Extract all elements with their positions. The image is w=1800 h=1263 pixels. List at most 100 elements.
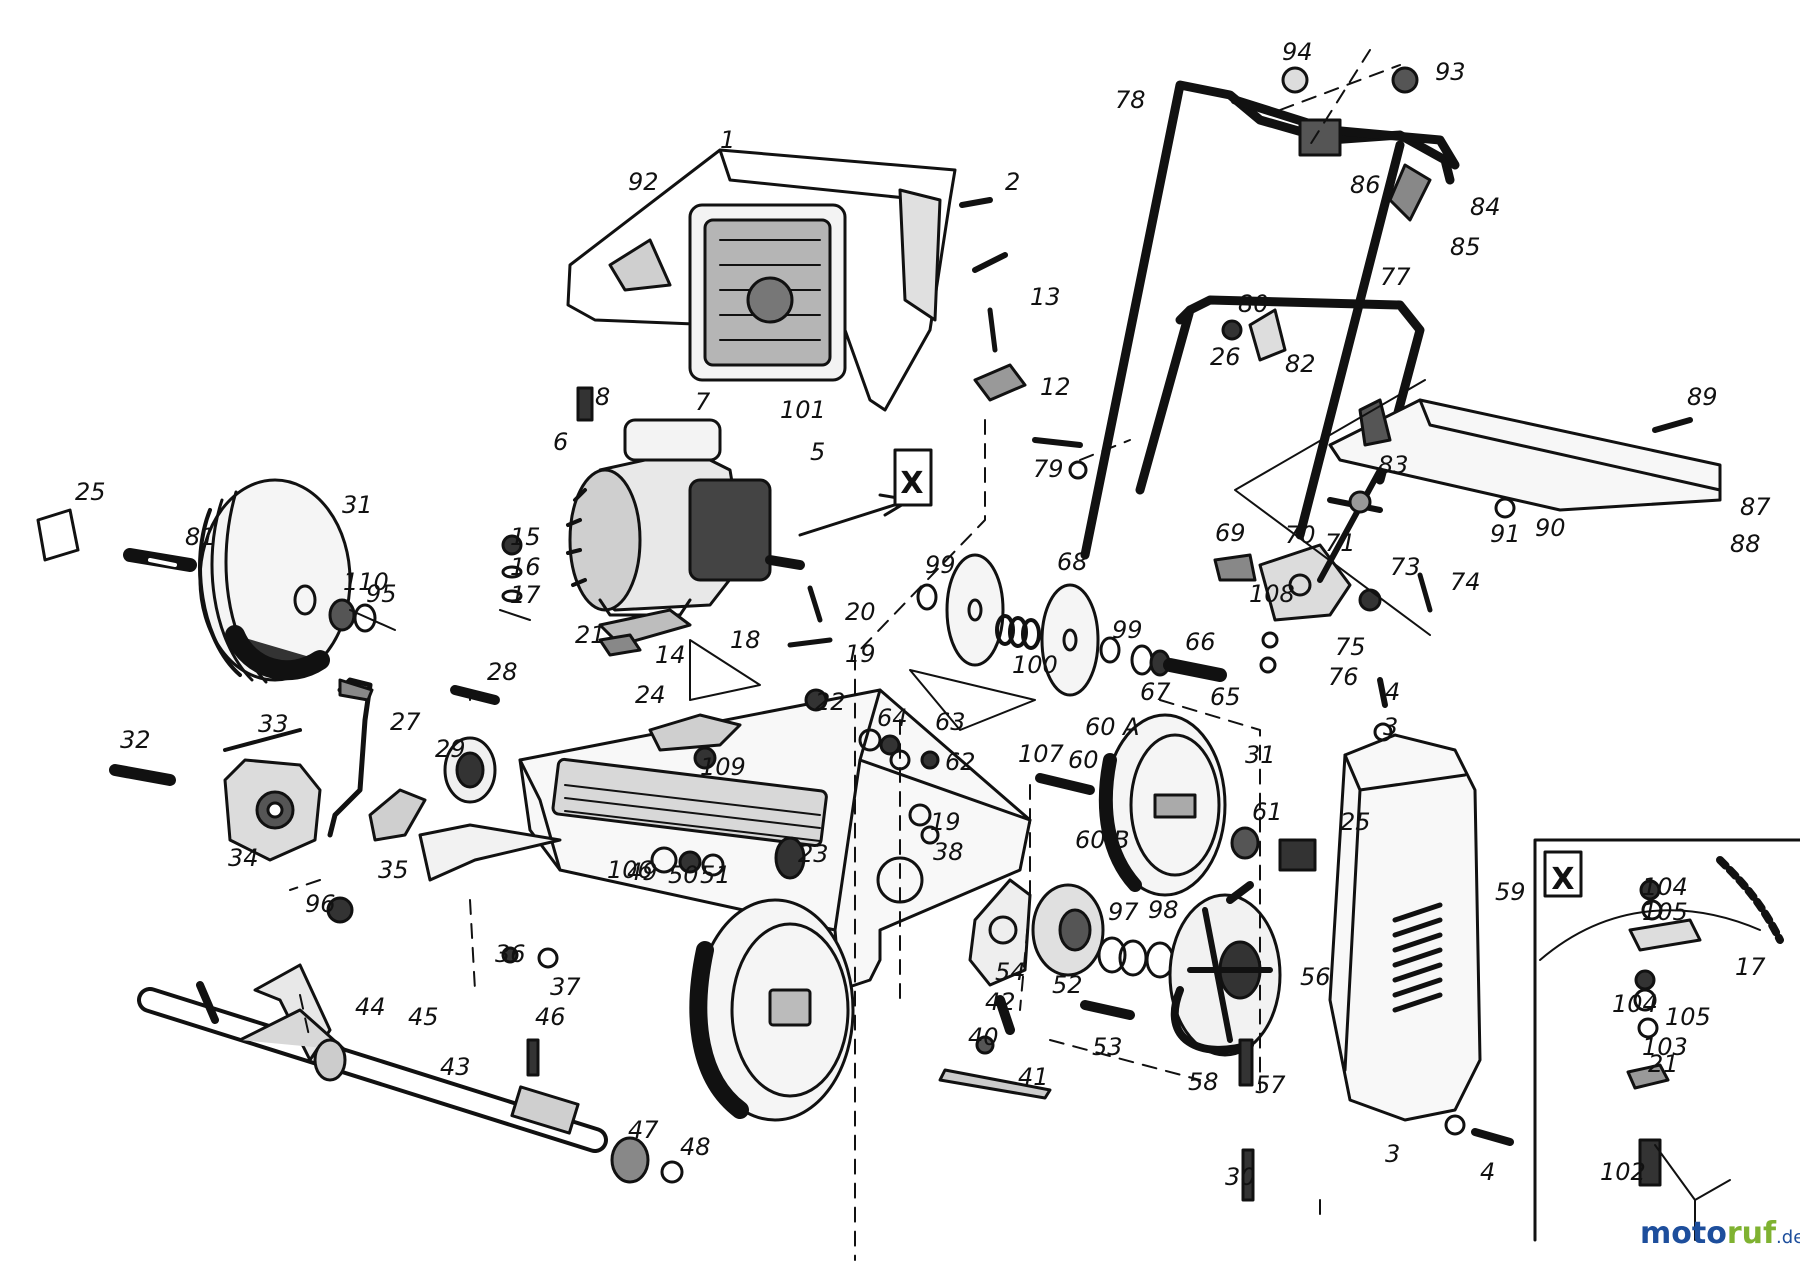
handle-clamp-86 (1298, 118, 1432, 222)
part-label: 66 (1185, 628, 1216, 656)
part-label: 81 (185, 523, 216, 551)
dashed-lines (289, 419, 1321, 1261)
bolt-89 (1652, 417, 1693, 433)
part-label: 42 (985, 988, 1016, 1016)
clutch-disc-68b (1040, 583, 1100, 697)
part-label: 31 (1245, 741, 1276, 769)
part-label: 77 (1380, 263, 1411, 291)
bolt-65 (1130, 644, 1227, 682)
part-label: 56 (1300, 963, 1331, 991)
part-label: 50 (668, 861, 699, 889)
part-label: 7 (695, 388, 711, 416)
part-label: 13 (1030, 283, 1061, 311)
part-label: 44 (355, 993, 386, 1021)
part-label: 12 (1040, 373, 1071, 401)
rear-rail (1328, 398, 1722, 512)
part-label: 32 (120, 726, 151, 754)
motor (566, 418, 805, 617)
part-label: 69 (1215, 519, 1246, 547)
part-label: 73 (1390, 553, 1421, 581)
part-label: 14 (655, 641, 686, 669)
part-label: 45 (408, 1003, 439, 1031)
knob-23 (774, 836, 806, 880)
capacitor-8 (576, 386, 594, 422)
front-wheel (689, 898, 855, 1122)
detail-inset (1533, 838, 1800, 1242)
part-label: 6 (553, 428, 568, 456)
nut-73 (1358, 588, 1382, 612)
part-label: 91 (1490, 520, 1521, 548)
part-label: 86 (1350, 171, 1381, 199)
right-wheel (1098, 713, 1227, 897)
plate-25-left (36, 508, 80, 562)
clamp-29 (443, 736, 497, 804)
bolt-79 (1032, 437, 1088, 480)
part-label: 23 (798, 840, 829, 868)
part-label: 15 (510, 523, 541, 551)
bearing-47 (610, 1136, 650, 1184)
part-label: 4 (1480, 1158, 1495, 1186)
part-label: 35 (378, 856, 409, 884)
part-label: 71 (1325, 529, 1356, 557)
part-label: 57 (1255, 1071, 1286, 1099)
handle-upper (1080, 80, 1455, 560)
part-label: 36 (495, 940, 526, 968)
part-label: 30 (1225, 1163, 1256, 1191)
part-label: 65 (1210, 683, 1241, 711)
part-label: 108 (1249, 580, 1295, 608)
washer-90 (1494, 497, 1516, 519)
washer-48 (660, 1160, 684, 1184)
part-label: 85 (1450, 233, 1481, 261)
dashed-guide-handle (1279, 49, 1401, 146)
part-label: 19 (845, 640, 876, 668)
screw-2 (959, 197, 993, 208)
fittings-chassis (693, 585, 940, 845)
part-label: 34 (228, 844, 259, 872)
part-label: 21 (1648, 1050, 1679, 1078)
part-label: 92 (628, 168, 659, 196)
handle-lower (1135, 295, 1425, 495)
hub-61 (1230, 826, 1260, 860)
part-label: 19 (930, 808, 961, 836)
part-label: 3 (1385, 1140, 1400, 1168)
part-label: 37 (550, 973, 581, 1001)
motor-cover (566, 148, 957, 412)
part-label: 54 (995, 958, 1026, 986)
part-label: 48 (680, 1133, 711, 1161)
part-label: 4 (1385, 678, 1400, 706)
bolt-42-40 (975, 995, 1015, 1055)
part-label: 105 (1665, 1003, 1711, 1031)
washers-15-17 (501, 534, 523, 603)
plug-69 (1213, 553, 1257, 582)
part-label: 28 (487, 658, 518, 686)
part-label: 99 (925, 551, 956, 579)
part-label: 26 (1210, 343, 1241, 371)
part-label: 103 (1642, 1033, 1688, 1061)
part-label: 5 (810, 438, 825, 466)
screw-4-top (1373, 677, 1393, 742)
belt-58 (1170, 881, 1254, 1054)
axle-81 (123, 548, 197, 572)
part-label: 98 (1148, 896, 1179, 924)
part-label: 99 (1112, 616, 1143, 644)
bolt-28 (450, 685, 500, 705)
tine-44 (238, 963, 347, 1082)
part-label: 8 (595, 383, 610, 411)
part-label: 97 (1108, 898, 1139, 926)
part-label: 83 (1378, 451, 1409, 479)
plate-25-right (1278, 838, 1317, 872)
part-label: 101 (780, 396, 826, 424)
nut-96 (326, 896, 354, 924)
part-label: 33 (258, 710, 289, 738)
bar-41 (938, 1068, 1052, 1100)
screw-clamp-12 (973, 307, 1027, 402)
left-wheel (198, 478, 352, 684)
screw-13 (972, 252, 1008, 273)
part-label: 61 (1252, 798, 1283, 826)
part-label: 51 (700, 861, 731, 889)
part-label: 67 (1140, 678, 1171, 706)
part-label: 74 (1450, 568, 1481, 596)
watermark-part2: ruf (1727, 1216, 1777, 1251)
